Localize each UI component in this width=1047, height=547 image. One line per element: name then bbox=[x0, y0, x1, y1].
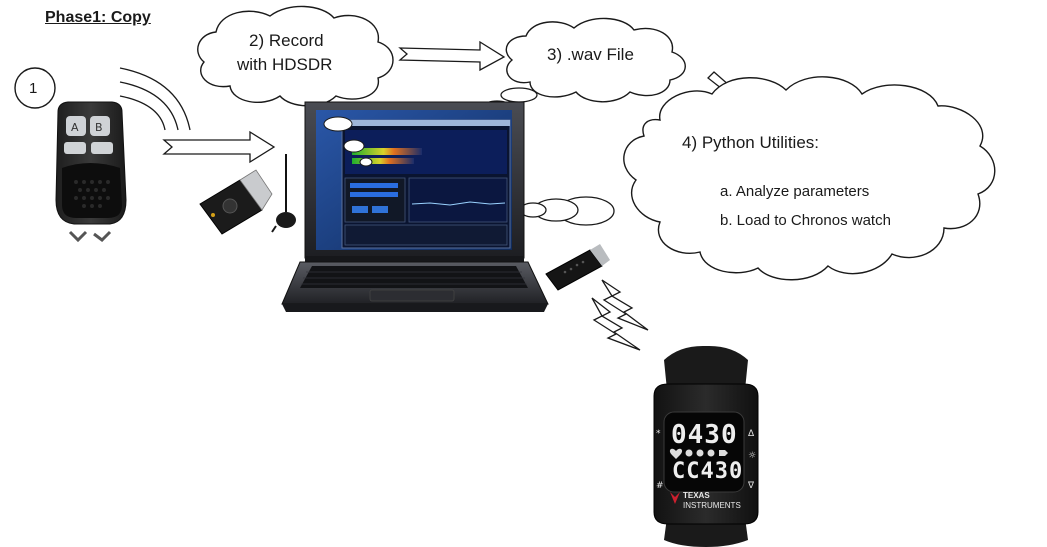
cloud-wav-file bbox=[505, 17, 686, 103]
record-label-line2: with HDSDR bbox=[237, 55, 333, 74]
watch-brand-line2: INSTRUMENTS bbox=[683, 501, 741, 510]
cloud-record-hdsdr bbox=[197, 5, 394, 107]
chronos-watch-icon: * Δ ☼ # ∇ bbox=[653, 345, 759, 547]
svg-text:Δ: Δ bbox=[748, 429, 755, 439]
record-label-line1: 2) Record bbox=[249, 31, 324, 50]
arrow-remote-to-laptop bbox=[162, 130, 276, 164]
watch-display-bottom: CC430 bbox=[672, 459, 744, 484]
svg-text:*: * bbox=[656, 429, 661, 439]
laptop-icon bbox=[281, 101, 549, 312]
lightning-icon bbox=[591, 279, 649, 351]
phase-title: Phase1: Copy bbox=[45, 9, 151, 26]
svg-text:A: A bbox=[71, 121, 79, 134]
watch-brand-line1: TEXAS bbox=[683, 491, 710, 500]
usb-sdr-dongle-icon bbox=[199, 169, 273, 235]
python-utilities-title: 4) Python Utilities: bbox=[682, 133, 819, 152]
python-item-load: b. Load to Chronos watch bbox=[720, 212, 891, 229]
antenna-icon bbox=[271, 154, 296, 233]
python-item-analyze: a. Analyze parameters bbox=[720, 183, 870, 200]
cloud-python-utilities bbox=[623, 76, 996, 281]
svg-text:∇: ∇ bbox=[747, 481, 755, 491]
svg-text:☼: ☼ bbox=[748, 451, 756, 461]
svg-text:#: # bbox=[656, 481, 664, 491]
step1-label: 1 bbox=[29, 80, 38, 97]
step1-circle bbox=[14, 67, 56, 109]
svg-text:B: B bbox=[95, 121, 103, 134]
watch-display-top: 0430 bbox=[671, 420, 738, 450]
radio-waves bbox=[119, 67, 191, 131]
usb-rf-dongle-icon bbox=[545, 244, 610, 291]
wav-file-label: 3) .wav File bbox=[547, 45, 634, 64]
remote-control-icon: A B bbox=[55, 101, 127, 243]
arrow-record-to-wav bbox=[398, 40, 506, 72]
